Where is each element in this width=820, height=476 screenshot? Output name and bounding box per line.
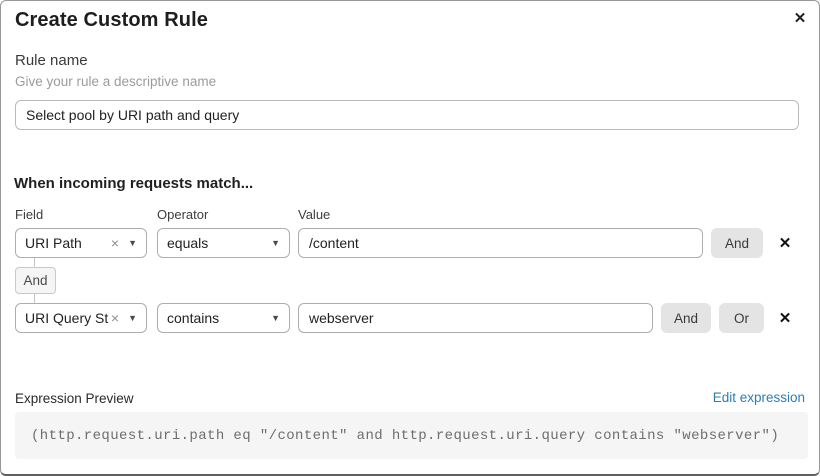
and-button-row2[interactable]: And — [661, 303, 711, 333]
remove-condition-icon-row2[interactable]: ✕ — [778, 310, 792, 327]
or-button-row2[interactable]: Or — [719, 303, 764, 333]
chevron-down-icon: ▼ — [128, 237, 137, 248]
close-icon[interactable]: ✕ — [793, 10, 807, 27]
value-column-label: Value — [298, 207, 331, 222]
chevron-down-icon: ▼ — [271, 237, 280, 248]
value-input-row1[interactable] — [298, 228, 703, 258]
connector-line-bottom — [34, 294, 35, 303]
operator-select-row2[interactable]: contains ▼ — [157, 303, 290, 333]
operator-select-row1[interactable]: equals ▼ — [157, 228, 290, 258]
match-section-heading: When incoming requests match... — [14, 175, 254, 192]
remove-condition-icon-row1[interactable]: ✕ — [778, 235, 792, 252]
edit-expression-link[interactable]: Edit expression — [712, 390, 805, 405]
value-input-row2[interactable] — [298, 303, 653, 333]
rule-name-label: Rule name — [15, 52, 88, 69]
rule-name-hint: Give your rule a descriptive name — [15, 74, 217, 89]
chevron-down-icon: ▼ — [128, 312, 137, 323]
operator-select-row2-value: contains — [167, 310, 220, 326]
rule-name-input[interactable] — [15, 100, 799, 130]
field-select-row2[interactable]: URI Query St... × ▼ — [15, 303, 147, 333]
operator-column-label: Operator — [157, 207, 209, 222]
field-select-row1[interactable]: URI Path × ▼ — [15, 228, 147, 258]
and-button-row1[interactable]: And — [711, 228, 763, 258]
field-column-label: Field — [15, 207, 44, 222]
page-title: Create Custom Rule — [15, 9, 208, 31]
field-select-row1-value: URI Path — [25, 235, 82, 251]
connector-line-top — [34, 258, 35, 267]
connector-and-badge: And — [15, 267, 56, 294]
chevron-down-icon: ▼ — [271, 312, 280, 323]
clear-icon[interactable]: × — [110, 235, 120, 251]
expression-code-block: (http.request.uri.path eq "/content" and… — [15, 412, 808, 459]
operator-select-row1-value: equals — [167, 235, 209, 251]
field-select-row2-value: URI Query St... — [25, 310, 109, 326]
expression-preview-label: Expression Preview — [15, 391, 134, 406]
clear-icon[interactable]: × — [110, 310, 120, 326]
expression-code: (http.request.uri.path eq "/content" and… — [31, 427, 780, 444]
